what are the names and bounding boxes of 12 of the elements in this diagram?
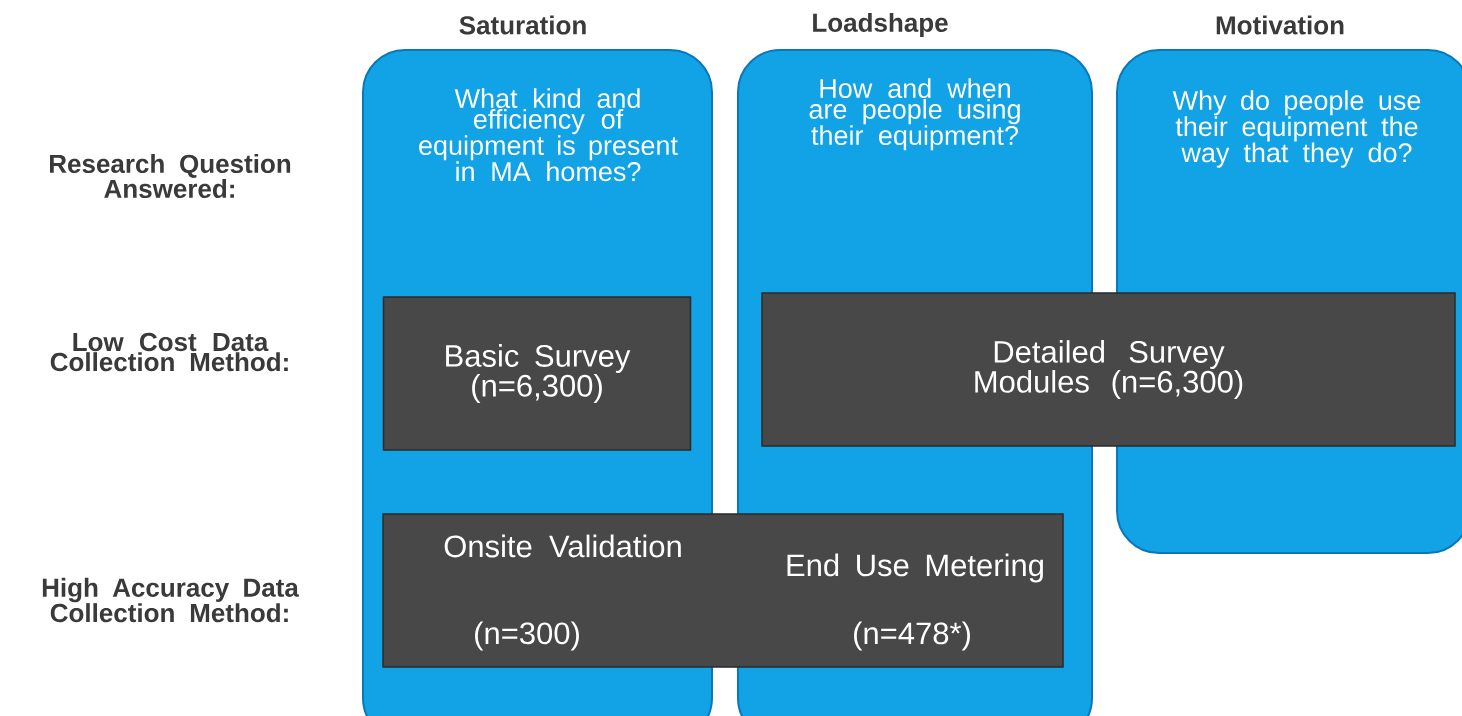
question-text: Why do people use their equipment the way that they do? bbox=[1172, 90, 1421, 168]
row-label: Research Question Answered: bbox=[50, 154, 291, 199]
method-box: Basic Survey (n=6,300) bbox=[382, 296, 692, 451]
row-label: Low Cost Data Collection Method: bbox=[50, 332, 288, 372]
question-text: How and when are people using their equipment? bbox=[809, 78, 1020, 151]
column-heading: Motivation bbox=[1216, 15, 1344, 35]
question-text: What kind and efficiency of equipment is present in MA homes? bbox=[419, 88, 678, 182]
column-heading: Loadshape bbox=[813, 12, 948, 38]
column-heading: Saturation bbox=[459, 15, 586, 35]
method-box: Onsite Validation (n=300) End Use Metering (n=478*) bbox=[382, 513, 1064, 668]
row-label: High Accuracy Data Collection Method: bbox=[42, 577, 299, 623]
method-box: Detailed Survey Modules (n=6,300) bbox=[761, 292, 1456, 447]
